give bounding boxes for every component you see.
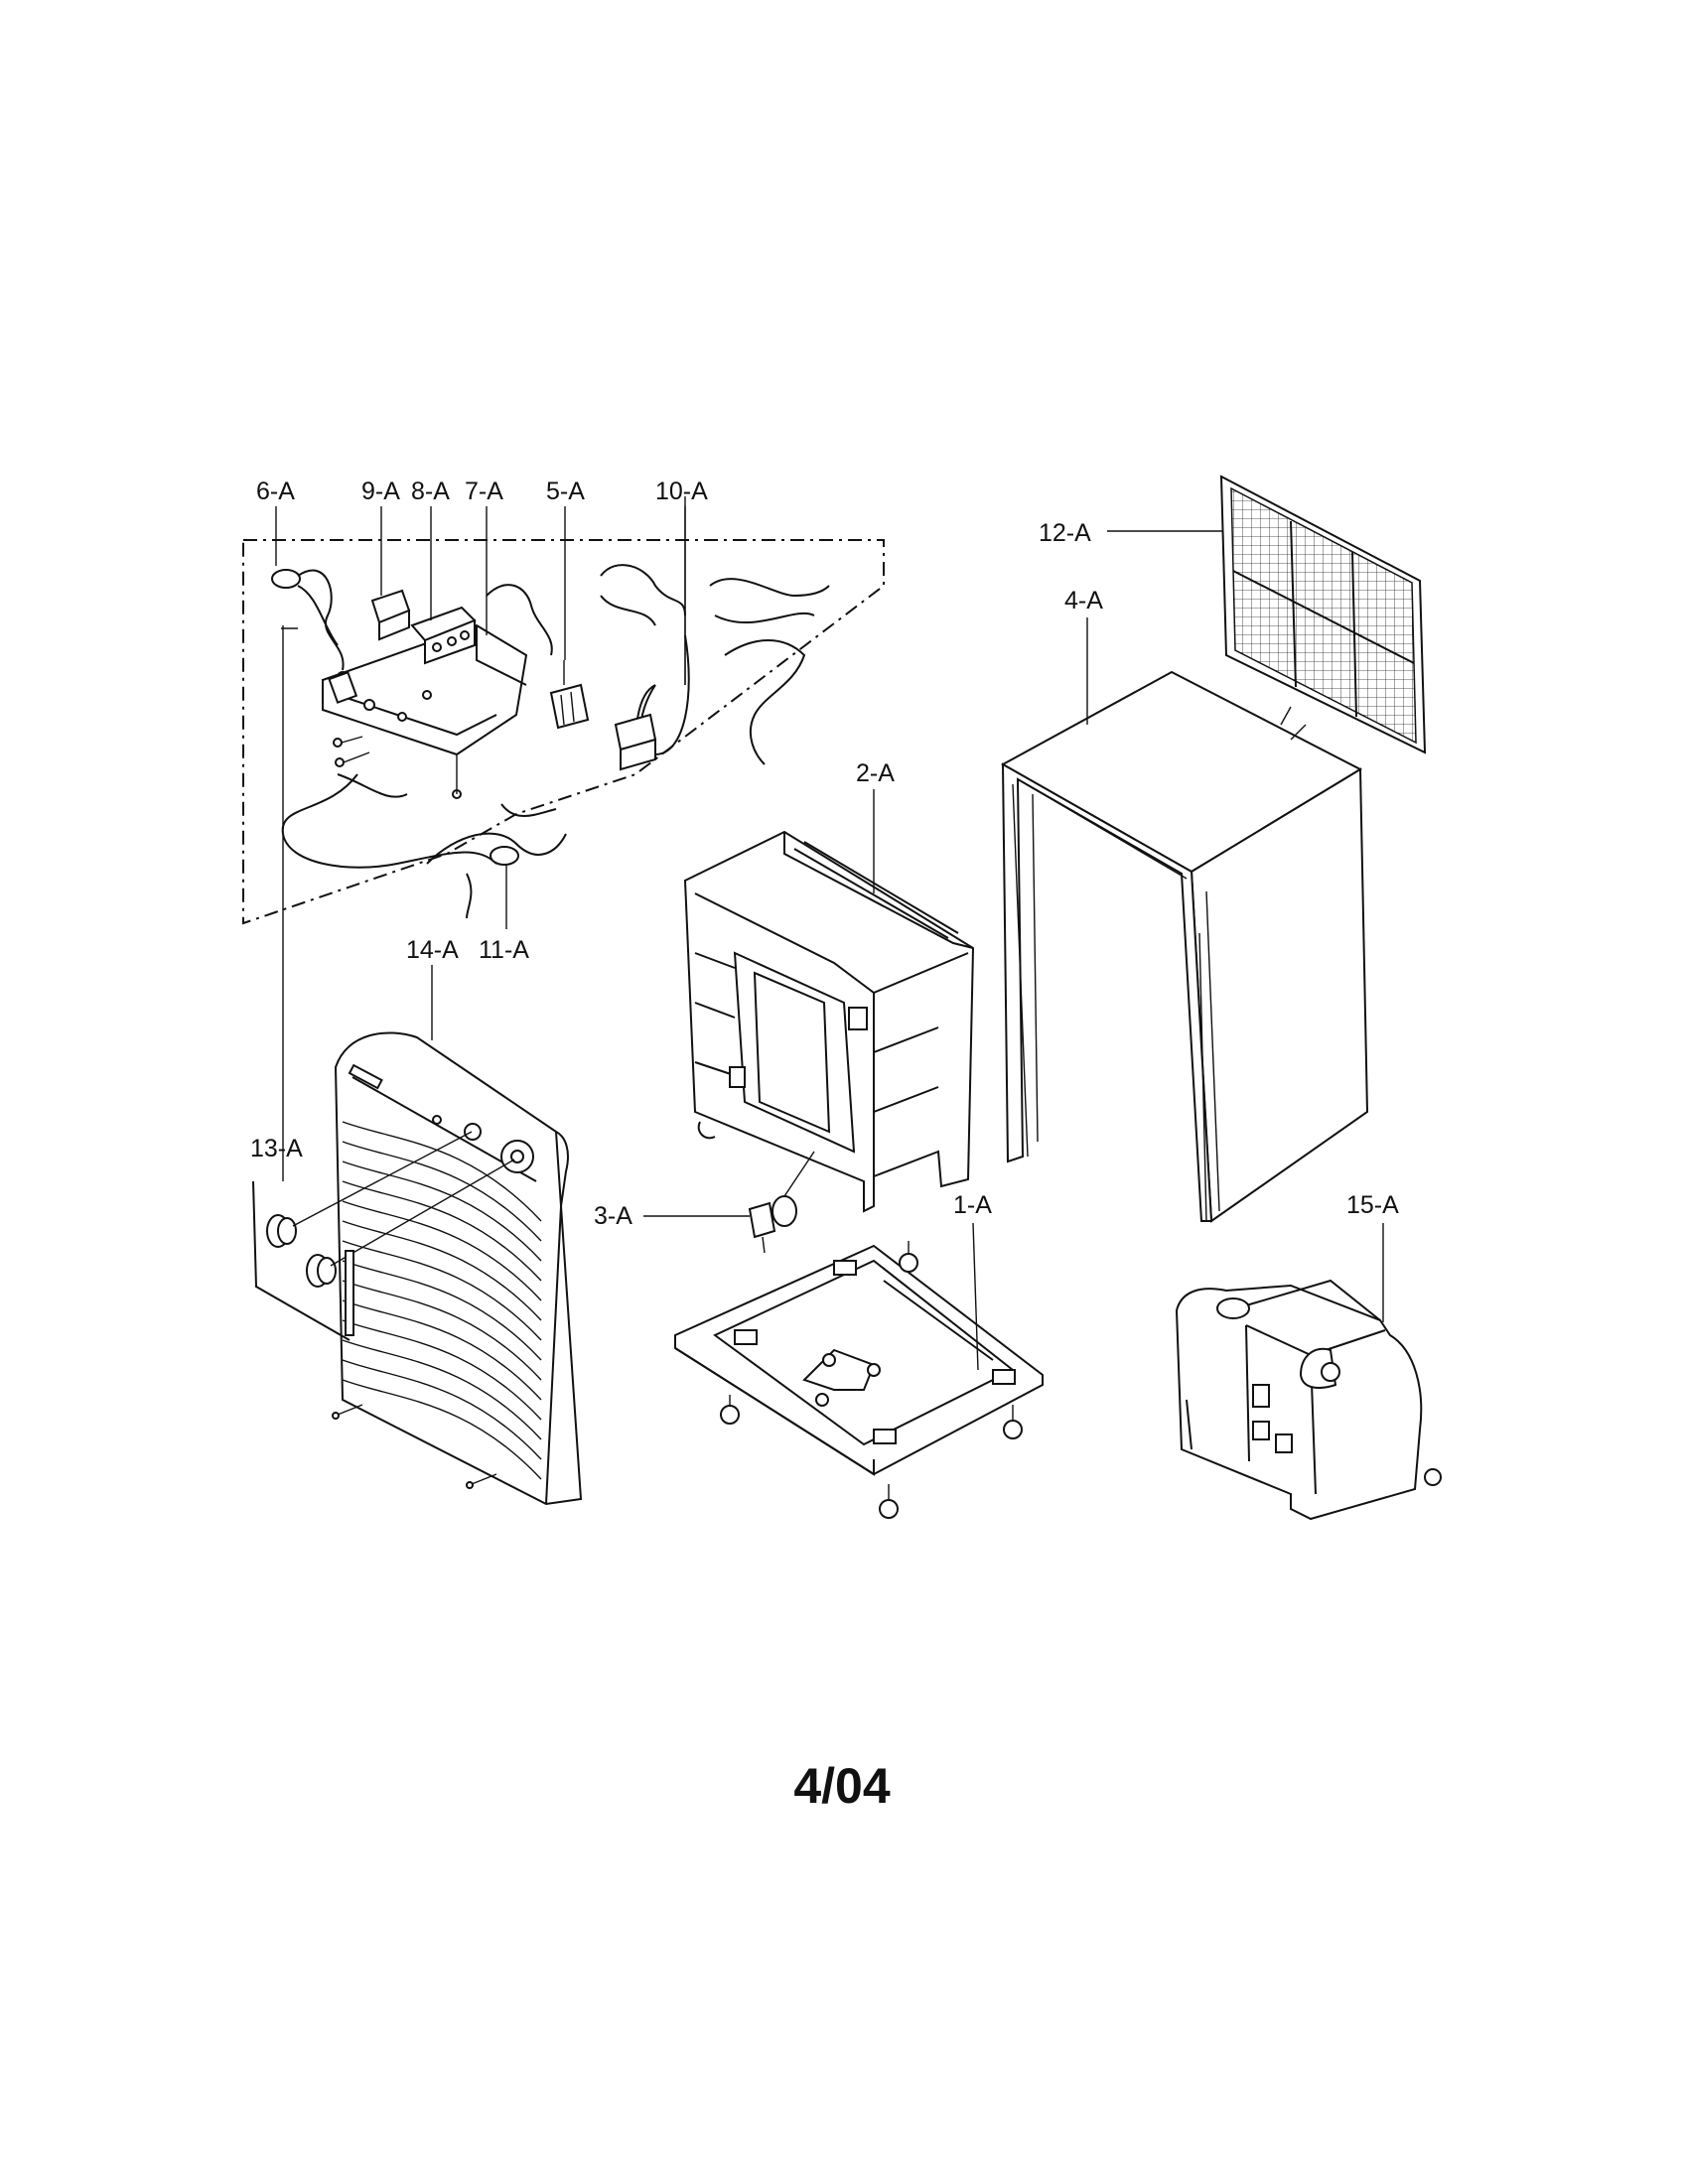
harness-a xyxy=(486,584,553,656)
callout-1a: 1-A xyxy=(953,1191,992,1219)
leader-lines xyxy=(275,506,1384,1371)
callout-13a: 13-A xyxy=(250,1135,303,1162)
part-4a-cabinet xyxy=(1000,670,1369,1223)
callout-7a: 7-A xyxy=(465,478,503,505)
callout-15a: 15-A xyxy=(1346,1191,1399,1219)
part-9a-relay xyxy=(370,589,411,641)
callout-8a: 8-A xyxy=(411,478,450,505)
part-11a-thermal-sensor xyxy=(281,773,567,919)
callout-12a: 12-A xyxy=(1039,519,1091,547)
callout-9a: 9-A xyxy=(361,478,400,505)
inset-frame xyxy=(242,539,885,925)
part-14a-front-panel xyxy=(332,1031,583,1506)
callout-10a: 10-A xyxy=(655,478,708,505)
part-8a-terminal-block xyxy=(410,606,477,665)
part-3a-float-switch xyxy=(748,1151,815,1254)
electrical-parts-group xyxy=(242,496,885,925)
callout-5a: 5-A xyxy=(546,478,585,505)
part-13a-control-knobs xyxy=(252,1131,515,1341)
part-2a-inner-frame xyxy=(683,830,975,1213)
part-15a-water-tank xyxy=(1175,1279,1442,1521)
harness-b xyxy=(709,578,830,765)
part-10a-power-cord xyxy=(600,496,690,771)
inset-screws xyxy=(333,736,462,799)
part-1a-base-pan xyxy=(674,1241,1044,1519)
callout-2a: 2-A xyxy=(856,759,895,787)
callout-11a: 11-A xyxy=(479,936,529,964)
part-12a-filter-grille xyxy=(1219,475,1427,754)
callout-labels: 6-A 9-A 8-A 7-A 5-A 10-A 12-A 4-A 2-A 14… xyxy=(250,478,1399,1230)
front-grille-slats xyxy=(342,1121,542,1480)
part-7a-control-box xyxy=(322,623,528,756)
page-code: 4/04 xyxy=(793,1758,891,1814)
front-screws xyxy=(332,1404,497,1489)
callout-3a: 3-A xyxy=(594,1202,632,1230)
callout-4a: 4-A xyxy=(1064,587,1103,614)
part-5a-terminal xyxy=(549,660,590,730)
callout-14a: 14-A xyxy=(406,936,459,964)
callout-6a: 6-A xyxy=(256,478,295,505)
casters xyxy=(720,1241,1023,1519)
